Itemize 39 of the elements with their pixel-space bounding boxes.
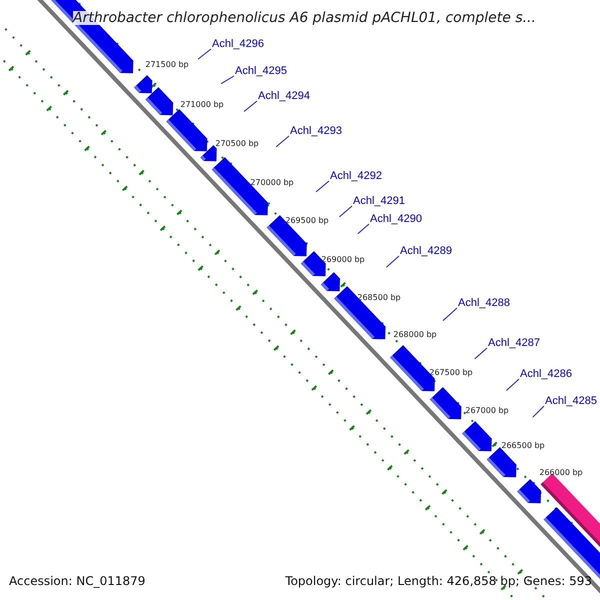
leader-line (316, 180, 330, 192)
leader-line (276, 136, 290, 148)
accession-label: Accession: NC_011879 (9, 575, 146, 587)
position-label: 267500 bp (429, 369, 473, 377)
leader-line (338, 206, 352, 218)
position-label: 268000 bp (393, 331, 437, 339)
gene-label: Achl_4292 (330, 171, 382, 182)
gene-label: Achl_4294 (258, 91, 310, 102)
leader-line (357, 224, 370, 234)
gene-label: Achl_4289 (400, 246, 452, 257)
leader-line (386, 256, 400, 268)
gene-label: Achl_4290 (370, 214, 422, 225)
position-label: 269500 bp (285, 217, 329, 225)
gene-label: Achl_4288 (458, 298, 510, 309)
position-label: 271500 bp (145, 61, 189, 69)
leader-line (244, 100, 258, 112)
gene-label: Achl_4296 (212, 39, 264, 50)
position-label: 268500 bp (357, 294, 401, 302)
position-label: 270500 bp (215, 140, 259, 148)
gene-label: Achl_4285 (545, 396, 597, 407)
leader-line (474, 348, 488, 360)
position-label: 271000 bp (180, 101, 224, 109)
map-title: Arthrobacter chlorophenolicus A6 plasmid pACHL01, complete s... (73, 11, 536, 25)
leader-line (442, 308, 458, 322)
gene-label: Achl_4287 (488, 338, 540, 349)
leader-line (220, 76, 234, 84)
position-label: 267000 bp (465, 407, 509, 415)
leader-line (532, 406, 544, 418)
position-label: 269000 bp (321, 256, 365, 264)
position-label: 266000 bp (539, 469, 583, 477)
gene-label: Achl_4291 (353, 196, 405, 207)
position-label: 266500 bp (501, 442, 545, 450)
leader-line (198, 48, 212, 60)
position-label: 270000 bp (250, 179, 294, 187)
gene-label: Achl_4286 (520, 369, 572, 380)
gene-label: Achl_4295 (235, 66, 287, 77)
leader-line (506, 378, 520, 392)
gene-label: Achl_4293 (290, 126, 342, 137)
genome-summary: Topology: circular; Length: 426,858 bp; Genes: 593 (285, 575, 592, 587)
